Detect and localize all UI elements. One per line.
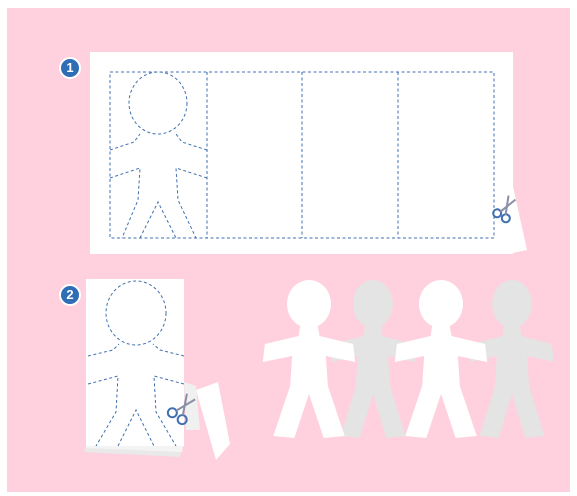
step-1-folded-paper-strip	[90, 52, 527, 254]
cut-scrap-piece	[196, 382, 230, 460]
paper-strip	[90, 52, 513, 254]
paper-doll-chain	[263, 280, 554, 438]
folded-paper-front	[86, 279, 184, 446]
paper-doll-front-1	[263, 280, 355, 438]
paper-doll-front-2	[395, 280, 487, 438]
step-2-folded-stack	[84, 279, 230, 460]
